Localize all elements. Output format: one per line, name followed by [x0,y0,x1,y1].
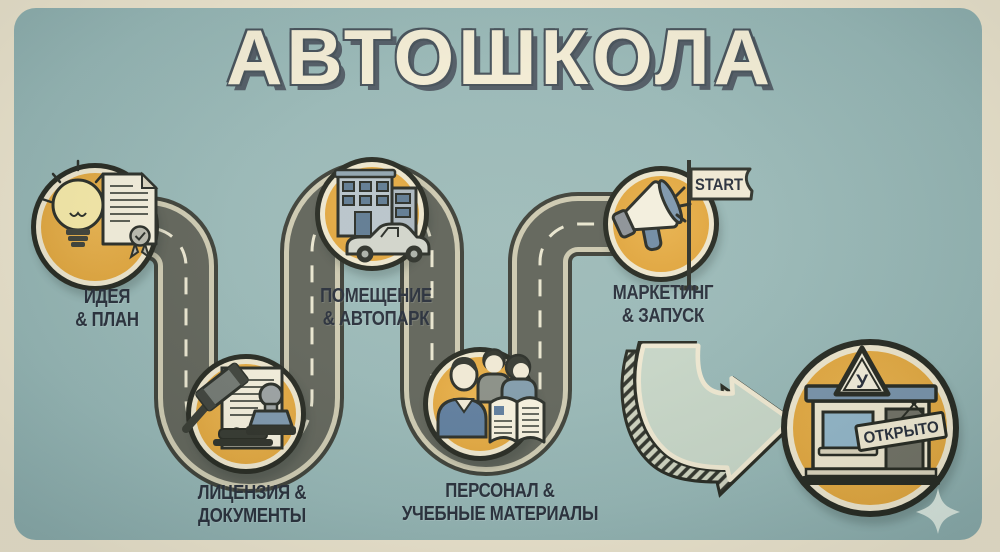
start-flag-label: START [695,175,744,194]
step-label-premises-fleet: ПОМЕЩЕНИЕ & АВТОПАРК [292,285,460,331]
step-label-license-documents: ЛИЦЕНЗИЯ & ДОКУМЕНТЫ [168,482,336,528]
step-label-line: & АВТОПАРК [322,308,430,330]
learner-triangle-sign: У [833,345,891,397]
step-label-line: & ЗАПУСК [621,305,705,327]
result-circle-opened-school: У ОТКРЫТО [781,339,959,517]
step-label-line: ПОМЕЩЕНИЕ [320,285,432,307]
start-flag: START [689,167,754,201]
storefront-base [802,476,940,485]
step-circle-premises-fleet [315,157,431,271]
step-label-line: & ПЛАН [75,309,139,331]
gavel-icon [182,362,273,446]
stamp-icon [246,382,296,435]
step-circle-idea-plan [31,159,159,291]
checkmark-icon [134,231,146,241]
step-label-line: УЧЕБНЫЕ МАТЕРИАЛЫ [401,503,599,525]
step-label-idea-plan: ИДЕЯ & ПЛАН [48,286,166,332]
megaphone-icon [611,179,692,252]
flag-pole [679,160,699,291]
sound-waves-icon [674,186,692,223]
seal-badge-icon [129,225,151,247]
poster-title: АВТОШКОЛА [226,13,774,101]
lightbulb-icon [40,159,105,247]
step-label-line: МАРКЕТИНГ [612,282,714,304]
step-label-line: ПЕРСОНАЛ & [445,480,555,502]
storefront-step [804,467,938,478]
sparkle-icon [916,488,960,534]
step-circle-staff-materials [423,347,546,461]
learner-sign-letter: У [856,372,868,393]
curved-arrow [620,341,797,498]
car-icon [345,222,431,263]
step-label-marketing-launch: МАРКЕТИНГ & ЗАПУСК [579,282,747,328]
step-circle-license-documents [182,354,306,474]
open-book-icon [488,396,546,444]
arrow-face [636,343,794,483]
step-label-staff-materials: ПЕРСОНАЛ & УЧЕБНЫЕ МАТЕРИАЛЫ [395,480,605,526]
step-label-line: ИДЕЯ [83,286,131,308]
step-circle-marketing-launch: START [603,160,754,291]
driving-school-storefront-icon: У ОТКРЫТО [802,345,948,485]
document-icon [101,171,159,260]
step-label-line: ЛИЦЕНЗИЯ & [197,482,307,504]
step-label-line: ДОКУМЕНТЫ [198,505,306,527]
